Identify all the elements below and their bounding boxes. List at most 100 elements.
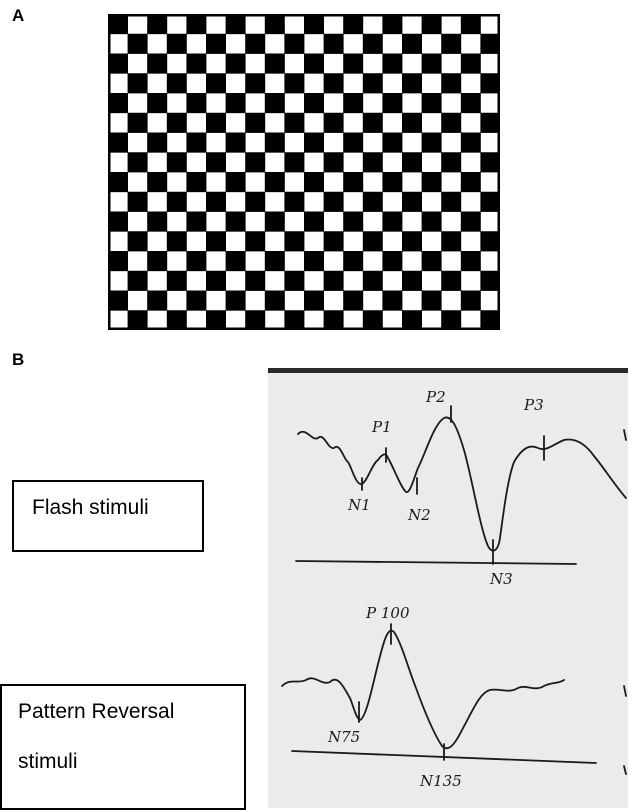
checker-square: [460, 172, 481, 193]
checker-square: [264, 14, 285, 35]
checker-square: [480, 191, 500, 212]
checker-square: [166, 152, 187, 173]
checker-square: [166, 33, 187, 54]
checker-square: [264, 172, 285, 193]
checker-square: [206, 191, 226, 212]
checker-square: [304, 172, 324, 193]
checker-square: [264, 251, 285, 272]
checker-square: [460, 290, 481, 311]
checker-square: [284, 152, 305, 173]
checker-square: [225, 14, 246, 35]
checker-square: [480, 310, 500, 330]
checker-square: [147, 93, 168, 114]
checker-square: [225, 251, 246, 272]
pattern-reversal-label-line2: stimuli: [18, 750, 78, 773]
checker-square: [421, 93, 442, 114]
checker-square: [362, 191, 383, 212]
checker-square: [108, 132, 128, 153]
checker-square: [441, 310, 462, 330]
checker-square: [225, 172, 246, 193]
checker-square: [480, 270, 500, 291]
checker-square: [323, 270, 344, 291]
panel-label-b: B: [12, 350, 25, 369]
checker-square: [127, 112, 148, 133]
label-p2: P2: [425, 388, 446, 406]
checker-square: [147, 53, 168, 74]
checker-square: [245, 33, 266, 54]
checker-square: [460, 251, 481, 272]
handwritten-vep-waveforms: P1 P2 P3 N1 N2 N3 P 100 N75 N135: [268, 368, 628, 808]
checker-square: [186, 93, 207, 114]
checker-square: [127, 191, 148, 212]
label-n3: N3: [489, 570, 513, 588]
checker-square: [108, 172, 128, 193]
checker-square: [245, 310, 266, 330]
checker-square: [225, 53, 246, 74]
checker-square: [284, 270, 305, 291]
checker-square: [264, 290, 285, 311]
checker-square: [127, 152, 148, 173]
checker-square: [421, 211, 442, 232]
checker-square: [108, 14, 128, 35]
checker-square: [441, 73, 462, 94]
checker-square: [264, 211, 285, 232]
checker-square: [362, 112, 383, 133]
flash-vep-trace: [295, 405, 627, 565]
flash-peak-labels: P1 P2 P3 N1 N2 N3: [347, 388, 544, 588]
checker-square: [108, 211, 128, 232]
checker-square: [441, 191, 462, 212]
panel-label-a: A: [12, 6, 25, 25]
checker-square: [186, 172, 207, 193]
flash-stimuli-label: Flash stimuli: [32, 496, 149, 519]
checker-square: [284, 112, 305, 133]
checker-square: [323, 112, 344, 133]
checker-square: [323, 33, 344, 54]
checker-square: [186, 290, 207, 311]
checker-square: [304, 53, 324, 74]
checker-square: [245, 152, 266, 173]
checker-square: [343, 132, 364, 153]
checker-square: [127, 270, 148, 291]
checker-square: [108, 290, 128, 311]
checker-square: [304, 290, 324, 311]
checker-square: [460, 211, 481, 232]
checker-square: [480, 231, 500, 252]
checker-square: [402, 152, 422, 173]
checker-square: [362, 310, 383, 330]
checker-square: [421, 53, 442, 74]
checker-square: [127, 231, 148, 252]
checker-square: [225, 93, 246, 114]
checker-square: [225, 211, 246, 232]
checker-square: [186, 211, 207, 232]
checker-square: [460, 53, 481, 74]
checker-square: [382, 172, 403, 193]
checker-square: [304, 211, 324, 232]
checker-square: [323, 231, 344, 252]
checker-square: [166, 310, 187, 330]
checker-square: [264, 93, 285, 114]
checker-square: [441, 231, 462, 252]
checker-square: [441, 270, 462, 291]
checker-square: [147, 14, 168, 35]
checker-square: [245, 73, 266, 94]
checker-square: [225, 290, 246, 311]
checker-square: [166, 191, 187, 212]
checker-square: [245, 270, 266, 291]
checker-square: [304, 132, 324, 153]
checker-square: [480, 152, 500, 173]
pattern-peak-labels: P 100 N75 N135: [327, 604, 462, 790]
checker-square: [127, 310, 148, 330]
checker-square: [480, 73, 500, 94]
label-n2: N2: [407, 506, 431, 524]
checker-square: [245, 112, 266, 133]
checker-square: [460, 14, 481, 35]
checker-square: [166, 73, 187, 94]
checker-square: [108, 251, 128, 272]
pattern-reversal-vep-trace: [281, 623, 627, 775]
photo-top-edge: [268, 368, 628, 373]
checker-square: [323, 191, 344, 212]
checker-square: [382, 290, 403, 311]
checker-square: [421, 172, 442, 193]
checker-square: [206, 112, 226, 133]
checker-square: [304, 93, 324, 114]
